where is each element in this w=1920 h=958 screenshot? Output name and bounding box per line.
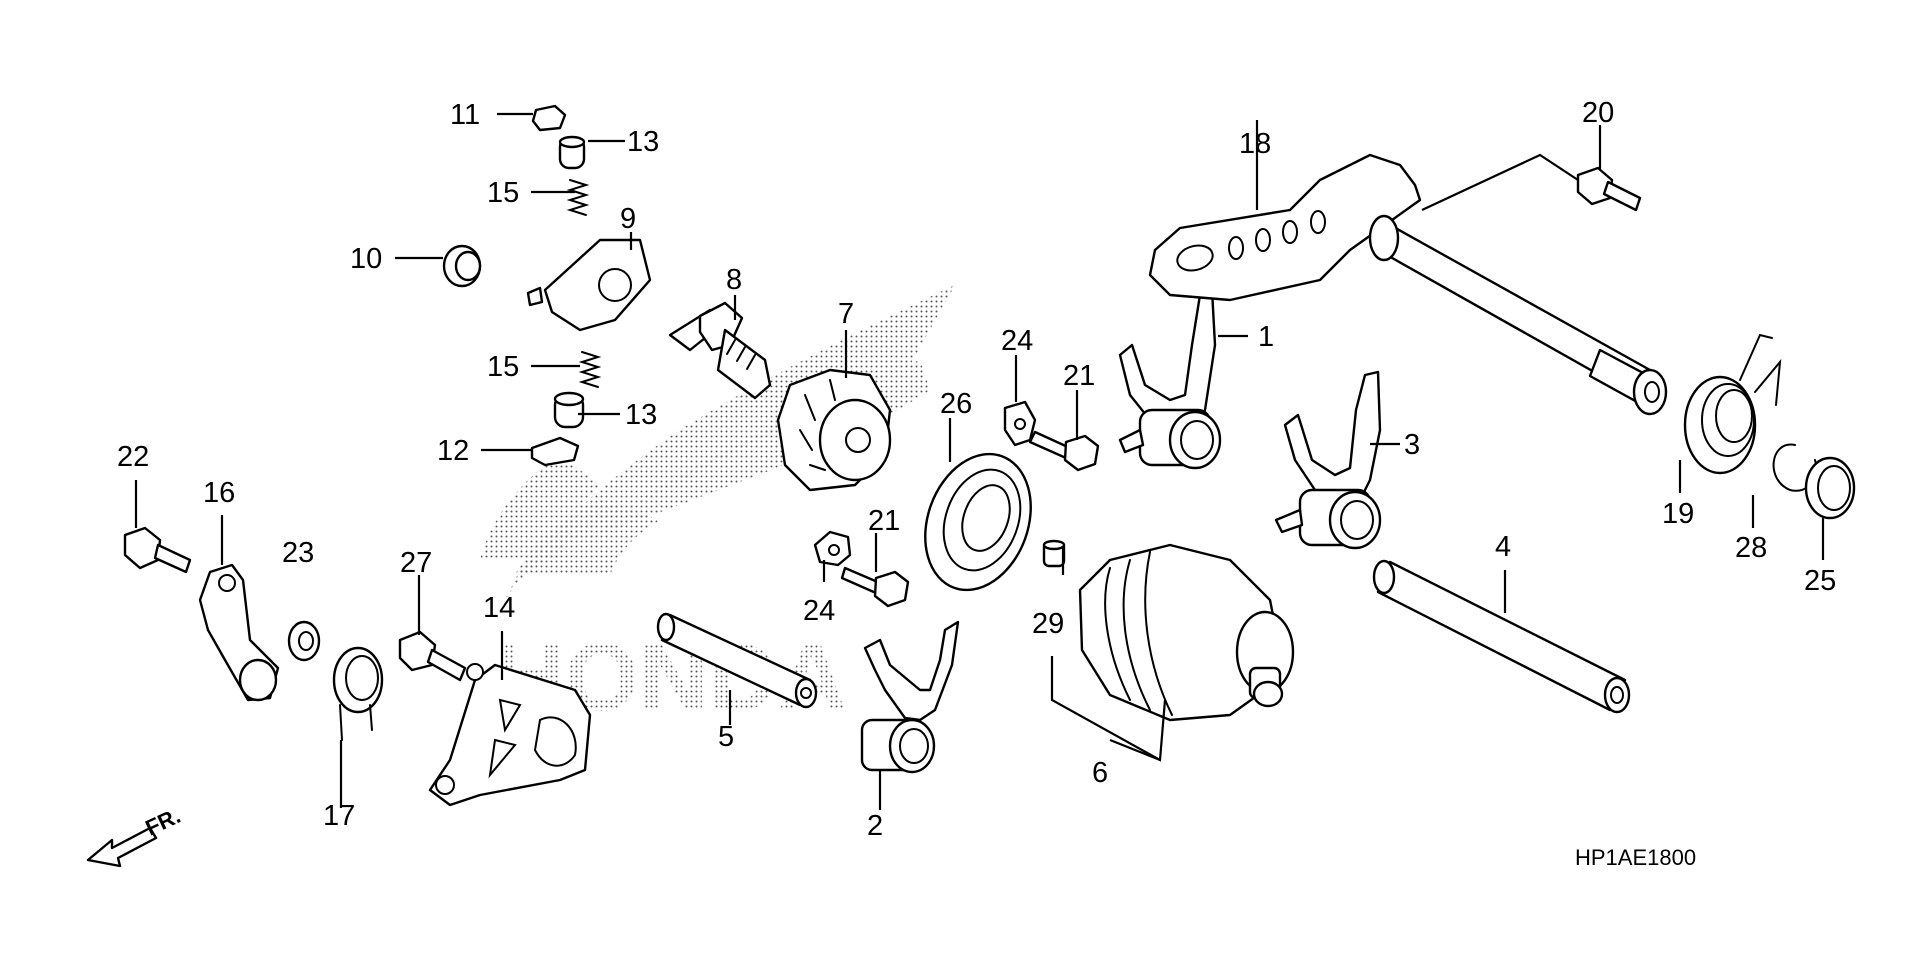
callout-12: 12 [437, 435, 469, 467]
callout-20: 20 [1582, 97, 1614, 129]
callout-27: 27 [400, 547, 432, 579]
part-2-fork [860, 620, 960, 774]
part-29-dowel [1042, 539, 1066, 568]
part-19-spring [1683, 333, 1782, 475]
part-21-bolt-lower [840, 566, 910, 608]
callout-1: 1 [1258, 321, 1274, 353]
part-15-spring-top [566, 179, 590, 216]
part-17-spring [332, 646, 384, 741]
part-25-washer [1804, 456, 1856, 520]
part-3-fork [1274, 370, 1382, 550]
callout-19: 19 [1662, 498, 1694, 530]
callout-28: 28 [1735, 532, 1767, 564]
callout-29: 29 [1032, 608, 1064, 640]
part-16-arm [198, 563, 280, 702]
part-22-bolt [123, 526, 192, 574]
callout-22: 22 [117, 441, 149, 473]
part-23-washer [287, 620, 321, 662]
callout-25: 25 [1804, 565, 1836, 597]
callout-21-upper: 21 [1063, 360, 1095, 392]
callout-18: 18 [1239, 128, 1271, 160]
diagram-code: HP1AE1800 [1575, 845, 1696, 870]
callout-5: 5 [718, 721, 734, 753]
callout-13-lower: 13 [625, 399, 657, 431]
part-11-cap [531, 104, 567, 132]
callout-14: 14 [483, 592, 515, 624]
part-26-bearing [924, 452, 1032, 592]
part-1-fork [1118, 288, 1222, 470]
callout-24-upper: 24 [1001, 325, 1033, 357]
part-12-cap [530, 436, 580, 467]
part-15-spring-lower [578, 351, 602, 388]
callout-numbers: 11 13 15 9 10 8 7 24 21 26 15 13 12 22 1… [117, 97, 1836, 842]
part-5-shaft [656, 612, 818, 709]
callout-26: 26 [940, 388, 972, 420]
part-14-plate [428, 663, 592, 807]
front-direction-arrow: FR. [86, 803, 184, 868]
part-20-bolt [1576, 166, 1642, 212]
part-7-drum-center [776, 368, 892, 492]
callout-11: 11 [450, 99, 480, 131]
callout-17: 17 [323, 800, 355, 832]
part-9-stopper [526, 238, 652, 332]
callout-24-lower: 24 [803, 595, 835, 627]
callout-21-lower: 21 [868, 505, 900, 537]
callout-8: 8 [726, 264, 742, 296]
callout-15-lower: 15 [487, 351, 519, 383]
part-8-pin [668, 301, 772, 400]
part-13-plunger-lower [553, 391, 585, 429]
part-6-drum [1078, 543, 1295, 722]
callout-23: 23 [282, 537, 314, 569]
callout-9: 9 [620, 203, 636, 235]
part-27-bolt [398, 630, 467, 682]
callout-7: 7 [838, 298, 854, 330]
part-4-shaft [1372, 559, 1631, 714]
callout-15-top: 15 [487, 177, 519, 209]
part-18-spindle [1148, 153, 1668, 416]
part-21-bolt-upper [1028, 430, 1100, 472]
part-13-plunger-top [558, 135, 586, 170]
callout-16: 16 [203, 477, 235, 509]
callout-2: 2 [867, 810, 883, 842]
callout-3: 3 [1404, 429, 1420, 461]
part-10-collar [442, 244, 482, 288]
callout-6: 6 [1092, 757, 1108, 789]
callout-4: 4 [1495, 531, 1511, 563]
callout-13-top: 13 [627, 126, 659, 158]
leader-lines [134, 112, 1825, 810]
callout-10: 10 [350, 243, 382, 275]
part-24-plate-lower [813, 530, 852, 567]
